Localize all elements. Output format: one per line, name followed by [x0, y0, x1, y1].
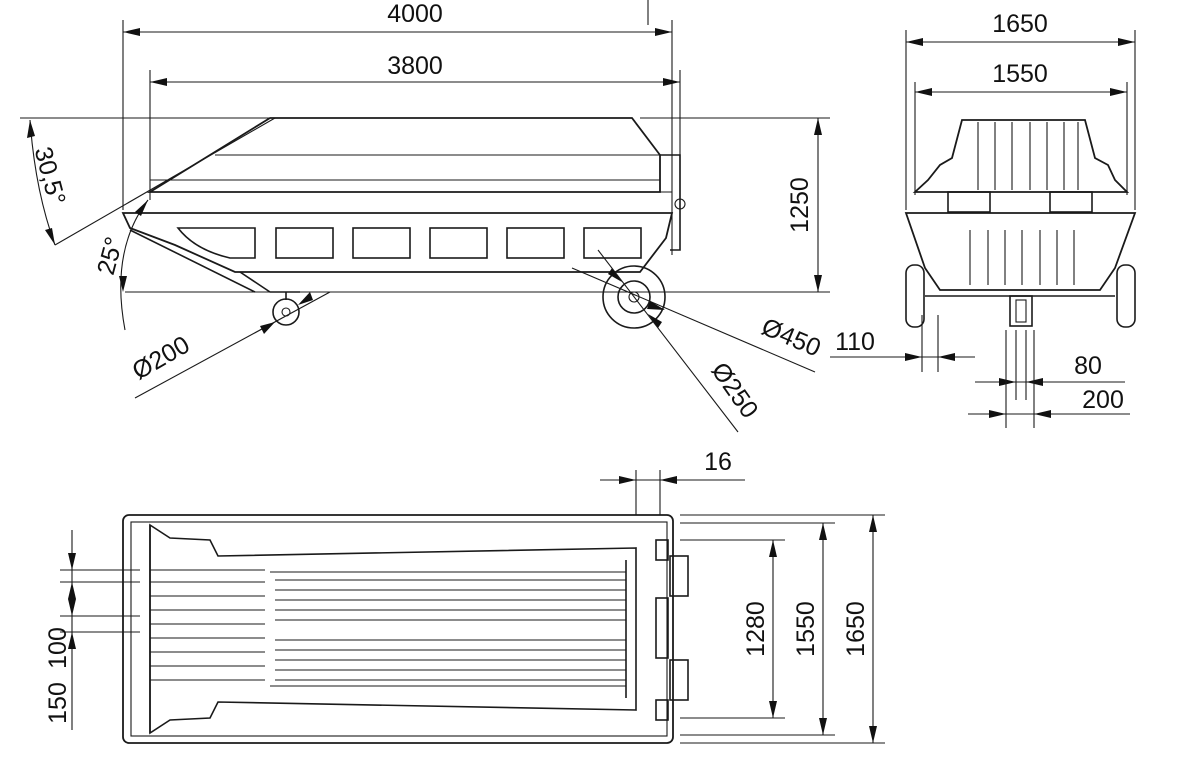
label-hub-dia: Ø250 [706, 357, 764, 423]
label-height: 1250 [786, 177, 814, 233]
plan-ribs [150, 569, 626, 681]
side-view: 4000 3800 [20, 0, 830, 433]
label-stern-angle: 25° [92, 234, 129, 278]
label-rib-spacing-a: 100 [44, 627, 72, 669]
dim-plan-1280: 1280 [742, 540, 777, 718]
label-plan-width-outer: 1650 [842, 601, 870, 657]
dim-plan-16: 16 [600, 448, 745, 548]
hull-side [20, 117, 830, 293]
label-bow-angle: 30,5° [29, 144, 71, 208]
dim-hub: Ø250 [597, 249, 764, 433]
label-rib-spacing-b: 150 [44, 682, 72, 724]
dim-1250: 1250 [786, 118, 822, 292]
label-front-width-inner: 1550 [992, 60, 1048, 88]
dim-4000: 4000 [123, 0, 672, 36]
plan-wheels [655, 539, 689, 721]
front-cabin [912, 119, 1130, 213]
small-wheel [272, 292, 300, 326]
label-plan-width-mid: 1550 [792, 601, 820, 657]
dim-large-wheel: Ø450 [571, 267, 825, 373]
plan-hull [122, 514, 674, 744]
label-plan-width-inner: 1280 [742, 601, 770, 657]
label-length-inner: 3800 [387, 52, 443, 80]
dim-plan-1650: 1650 [842, 515, 877, 743]
dim-plan-1550: 1550 [792, 523, 827, 735]
dim-front-1650: 1650 [906, 10, 1135, 46]
label-length-overall: 4000 [387, 0, 443, 28]
dim-small-wheel-spacing: 200 [968, 330, 1130, 428]
dim-small-wheel-width: 80 [975, 330, 1125, 400]
label-plan-offset: 16 [704, 448, 732, 476]
dim-small-wheel: Ø200 [128, 291, 331, 399]
label-small-wheel-width: 80 [1074, 352, 1102, 380]
label-small-wheel-spacing: 200 [1082, 386, 1124, 414]
front-wheels [905, 264, 1136, 328]
label-track-width: 110 [835, 328, 875, 356]
large-wheel [602, 265, 666, 329]
dim-3800: 3800 [150, 52, 680, 86]
label-front-width-outer: 1650 [992, 10, 1048, 38]
front-hull [904, 212, 1137, 297]
plan-view: 16 [44, 448, 885, 744]
front-view: 1650 1550 [830, 10, 1137, 428]
label-large-wheel-dia: Ø450 [758, 313, 825, 363]
dim-track: 110 [830, 315, 975, 372]
label-small-wheel-dia: Ø200 [128, 331, 195, 386]
dim-plan-ribs: 100 150 [44, 530, 140, 730]
dim-front-1550: 1550 [915, 60, 1127, 96]
